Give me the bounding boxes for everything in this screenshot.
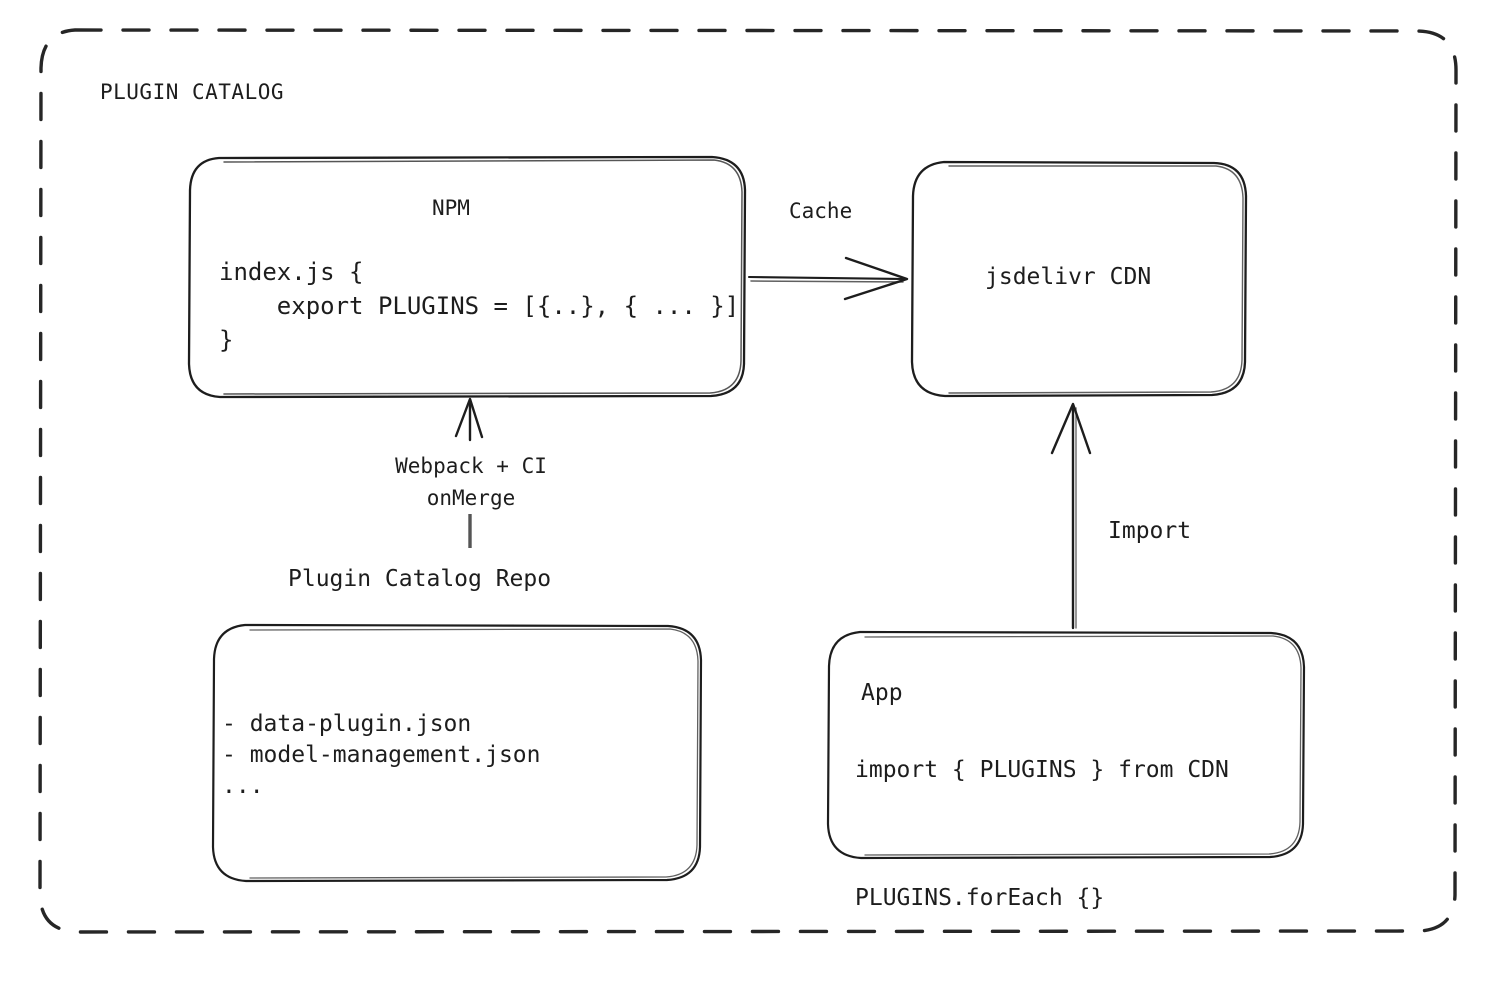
cache-edge-label: Cache <box>789 199 853 223</box>
plugin-catalog-title: PLUGIN CATALOG <box>100 80 285 104</box>
cdn-node-title: jsdelivr CDN <box>985 264 1152 290</box>
import-arrow <box>1050 402 1092 630</box>
cache-arrow <box>747 256 909 301</box>
app-node-code: import { PLUGINS } from CDN PLUGINS.forE… <box>855 757 1229 911</box>
build-edge-label: Webpack + CI onMerge <box>395 454 547 510</box>
app-node-title: App <box>861 680 903 706</box>
repo-node-label: Plugin Catalog Repo <box>288 566 552 592</box>
repo-node-code: - data-plugin.json - model-management.js… <box>222 711 541 799</box>
import-edge-label: Import <box>1108 518 1192 544</box>
npm-node-title: NPM <box>432 196 470 220</box>
npm-node-code: index.js { export PLUGINS = [{..}, { ...… <box>219 258 740 354</box>
